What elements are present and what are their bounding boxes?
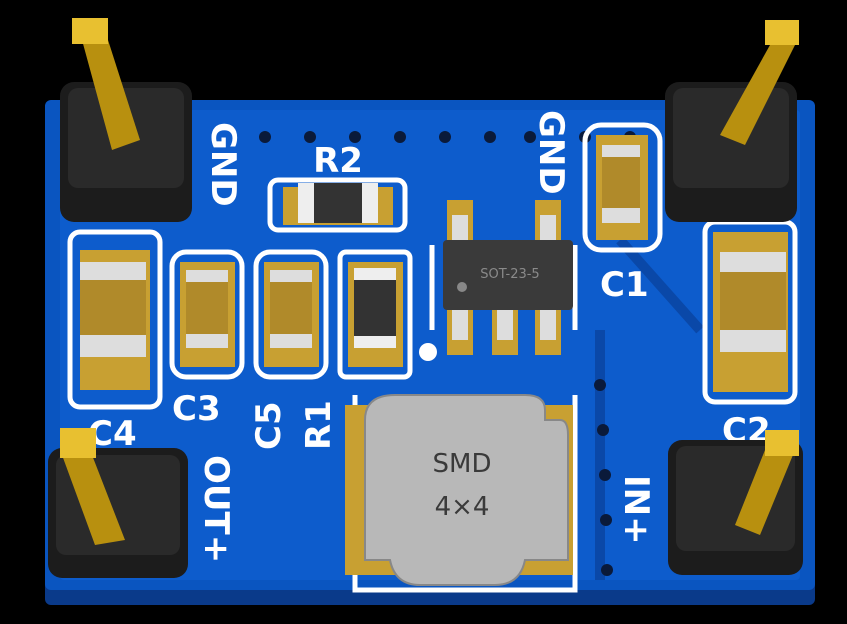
silkscreen-labels: GND R2 GND C1 C4 C3 C5 R1 C2 OUT+ IN+ — [88, 110, 771, 563]
label-c1: C1 — [600, 265, 649, 305]
label-r2: R2 — [313, 141, 363, 181]
capacitor-c3 — [180, 262, 235, 367]
label-c4: C4 — [88, 414, 137, 454]
label-gnd-left: GND — [203, 122, 243, 207]
label-out-plus: OUT+ — [196, 455, 236, 563]
capacitor-c2 — [713, 232, 788, 392]
header-gnd-right — [665, 20, 799, 222]
label-c3: C3 — [172, 389, 221, 429]
header-in-plus — [668, 430, 803, 575]
pin1-marker — [419, 343, 437, 361]
label-r1: R1 — [299, 400, 339, 450]
capacitor-c4 — [80, 250, 150, 390]
inductor-smd-4x4: SMD 4×4 — [345, 394, 573, 586]
inductor-label-line2: 4×4 — [435, 492, 490, 522]
header-out-plus — [48, 428, 188, 578]
label-c5: C5 — [249, 401, 289, 450]
resistor-r1 — [348, 262, 403, 367]
label-in-plus: IN+ — [616, 475, 656, 545]
inductor-label-line1: SMD — [433, 449, 492, 479]
label-gnd-right: GND — [531, 110, 571, 195]
ic-package-label: SOT-23-5 — [480, 267, 539, 282]
ic-sot23-5: SOT-23-5 — [443, 200, 573, 355]
header-gnd-left — [60, 18, 192, 222]
capacitor-c1 — [596, 135, 648, 240]
capacitor-c5 — [264, 262, 319, 367]
resistor-r2 — [283, 183, 393, 225]
